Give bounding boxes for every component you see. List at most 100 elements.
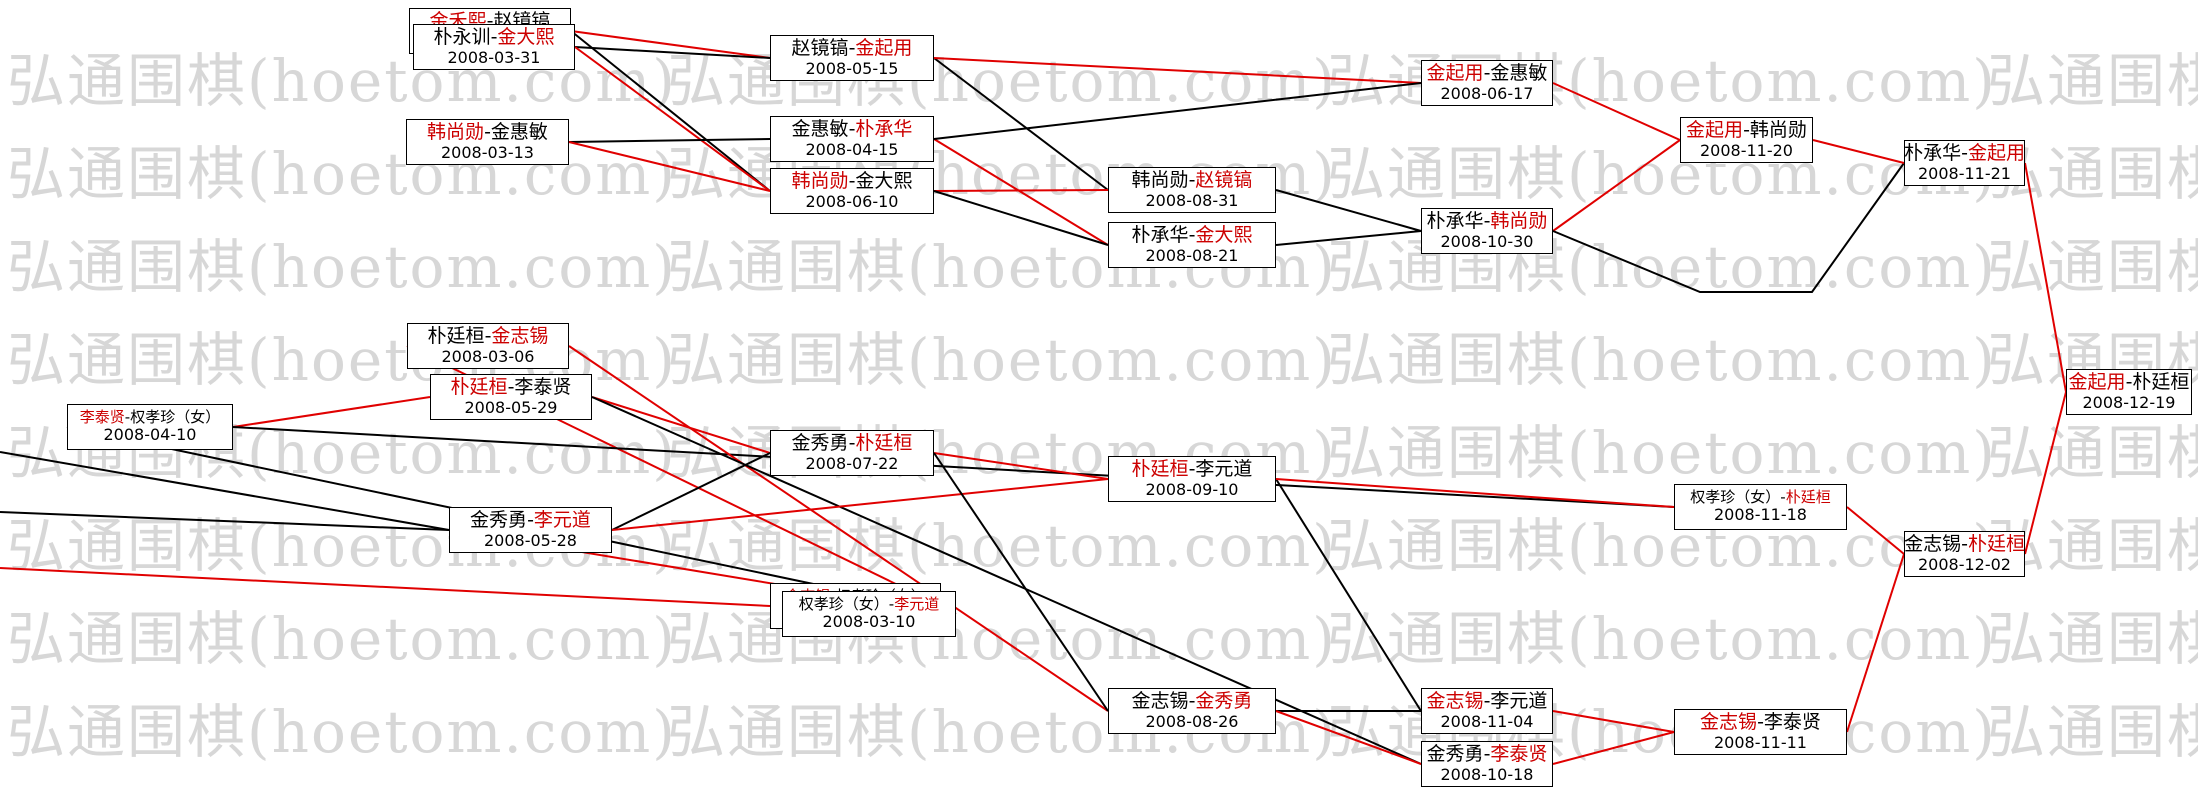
watermark-text: 弘通围棋(hoetom.com) — [7, 233, 677, 301]
watermark-text: 弘通围棋(hoetom.com) — [667, 778, 1337, 793]
winner-name: 金起用 — [1426, 61, 1484, 84]
winner-name: 金起用 — [2068, 370, 2126, 393]
edge-n14-to-n17 — [591, 396, 771, 454]
edge-n24-to-n12 — [2024, 391, 2067, 555]
player-name: 朴承华 — [1131, 223, 1189, 246]
watermark-text: 弘通围棋(hoetom.com) — [1987, 605, 2198, 673]
winner-name: 金大熙 — [1195, 223, 1253, 246]
edge-n9-to-n11 — [1552, 162, 1905, 293]
winner-name: 朴廷桓 — [1785, 488, 1831, 507]
player-name: 权孝珍（女） — [130, 408, 221, 427]
watermark-text: 弘通围棋(hoetom.com) — [667, 512, 1337, 580]
name-separator: - — [490, 25, 498, 48]
match-players: 金志锡-朴廷桓 — [1904, 532, 2025, 556]
winner-name: 朴承华 — [855, 117, 913, 140]
match-players: 金起用-朴廷桓 — [2068, 370, 2190, 394]
winner-name: 李元道 — [894, 595, 940, 614]
edge-n15-to-n23 — [232, 426, 1675, 508]
name-separator: - — [1743, 118, 1750, 141]
match-players: 韩尚勋-金大熙 — [791, 169, 913, 193]
winner-name: 韩尚勋 — [791, 169, 849, 192]
name-separator: - — [1188, 223, 1196, 246]
edge-offscreen-to-n16 — [0, 511, 450, 531]
match-players: 朴承华-金起用 — [1904, 141, 2025, 165]
edge-n4-to-n8 — [933, 82, 1422, 140]
edge-n19-to-n23 — [1275, 478, 1675, 508]
edge-n3-to-n8 — [933, 57, 1422, 84]
edge-n8-to-n10 — [1552, 82, 1681, 141]
match-node-n15[interactable]: 李泰贤-权孝珍（女）2008-04-10 — [67, 404, 233, 450]
match-players: 金起用-韩尚勋 — [1686, 118, 1807, 142]
match-date: 2008-11-04 — [1440, 711, 1534, 731]
edge-n3-to-n6 — [933, 57, 1109, 191]
winner-name: 朴廷桓 — [450, 375, 508, 398]
edge-n21-to-n25 — [1552, 710, 1675, 733]
name-separator: - — [1188, 689, 1196, 712]
watermark-text: 弘通围棋(hoetom.com) — [1987, 47, 2198, 115]
match-date: 2008-11-18 — [1714, 505, 1807, 525]
winner-name: 金志锡 — [491, 324, 549, 347]
match-players: 朴承华-金大熙 — [1131, 223, 1253, 247]
name-separator: - — [848, 431, 856, 454]
name-separator: - — [848, 117, 856, 140]
edge-n2-to-n5 — [568, 141, 771, 192]
match-date: 2008-06-17 — [1440, 83, 1534, 103]
name-separator: - — [888, 595, 895, 614]
match-date: 2008-12-02 — [1918, 554, 2011, 574]
match-players: 金秀勇-李泰贤 — [1427, 743, 1548, 766]
edge-n16-to-n19 — [611, 478, 1109, 531]
match-date: 2008-10-18 — [1440, 764, 1534, 784]
edge-n17-to-n20 — [933, 452, 1109, 712]
winner-name: 朴廷桓 — [855, 431, 913, 454]
player-name: 朴永训 — [433, 25, 491, 48]
winner-name: 金大熙 — [497, 25, 555, 48]
edge-n17-to-n19 — [933, 452, 1109, 480]
name-separator: - — [1961, 532, 1968, 555]
match-players: 金秀勇-朴廷桓 — [791, 431, 913, 455]
name-separator: - — [2125, 370, 2133, 393]
player-name: 李元道 — [1490, 689, 1548, 712]
winner-name: 金志锡 — [1700, 710, 1758, 733]
player-name: 朴承华 — [1426, 209, 1484, 232]
edge-n10-to-n11 — [1812, 139, 1905, 164]
match-date: 2008-09-10 — [1145, 479, 1239, 499]
winner-name: 赵镜镐 — [1195, 168, 1253, 191]
name-separator: - — [484, 324, 492, 347]
player-name: 朴承华 — [1904, 141, 1962, 164]
watermark-text: 弘通围棋(hoetom.com) — [7, 605, 677, 673]
edge-n1b-to-n5 — [574, 46, 771, 192]
name-separator: - — [1757, 710, 1764, 733]
match-players: 金志锡-李元道 — [1427, 689, 1548, 713]
name-separator: - — [1483, 61, 1491, 84]
name-separator: - — [1483, 209, 1491, 232]
player-name: 朴廷桓 — [2132, 370, 2190, 393]
player-name: 金秀勇 — [791, 431, 849, 454]
edge-n15-to-n14 — [232, 396, 431, 428]
match-date: 2008-05-15 — [805, 58, 899, 78]
match-players: 韩尚勋-赵镜镐 — [1132, 168, 1253, 192]
